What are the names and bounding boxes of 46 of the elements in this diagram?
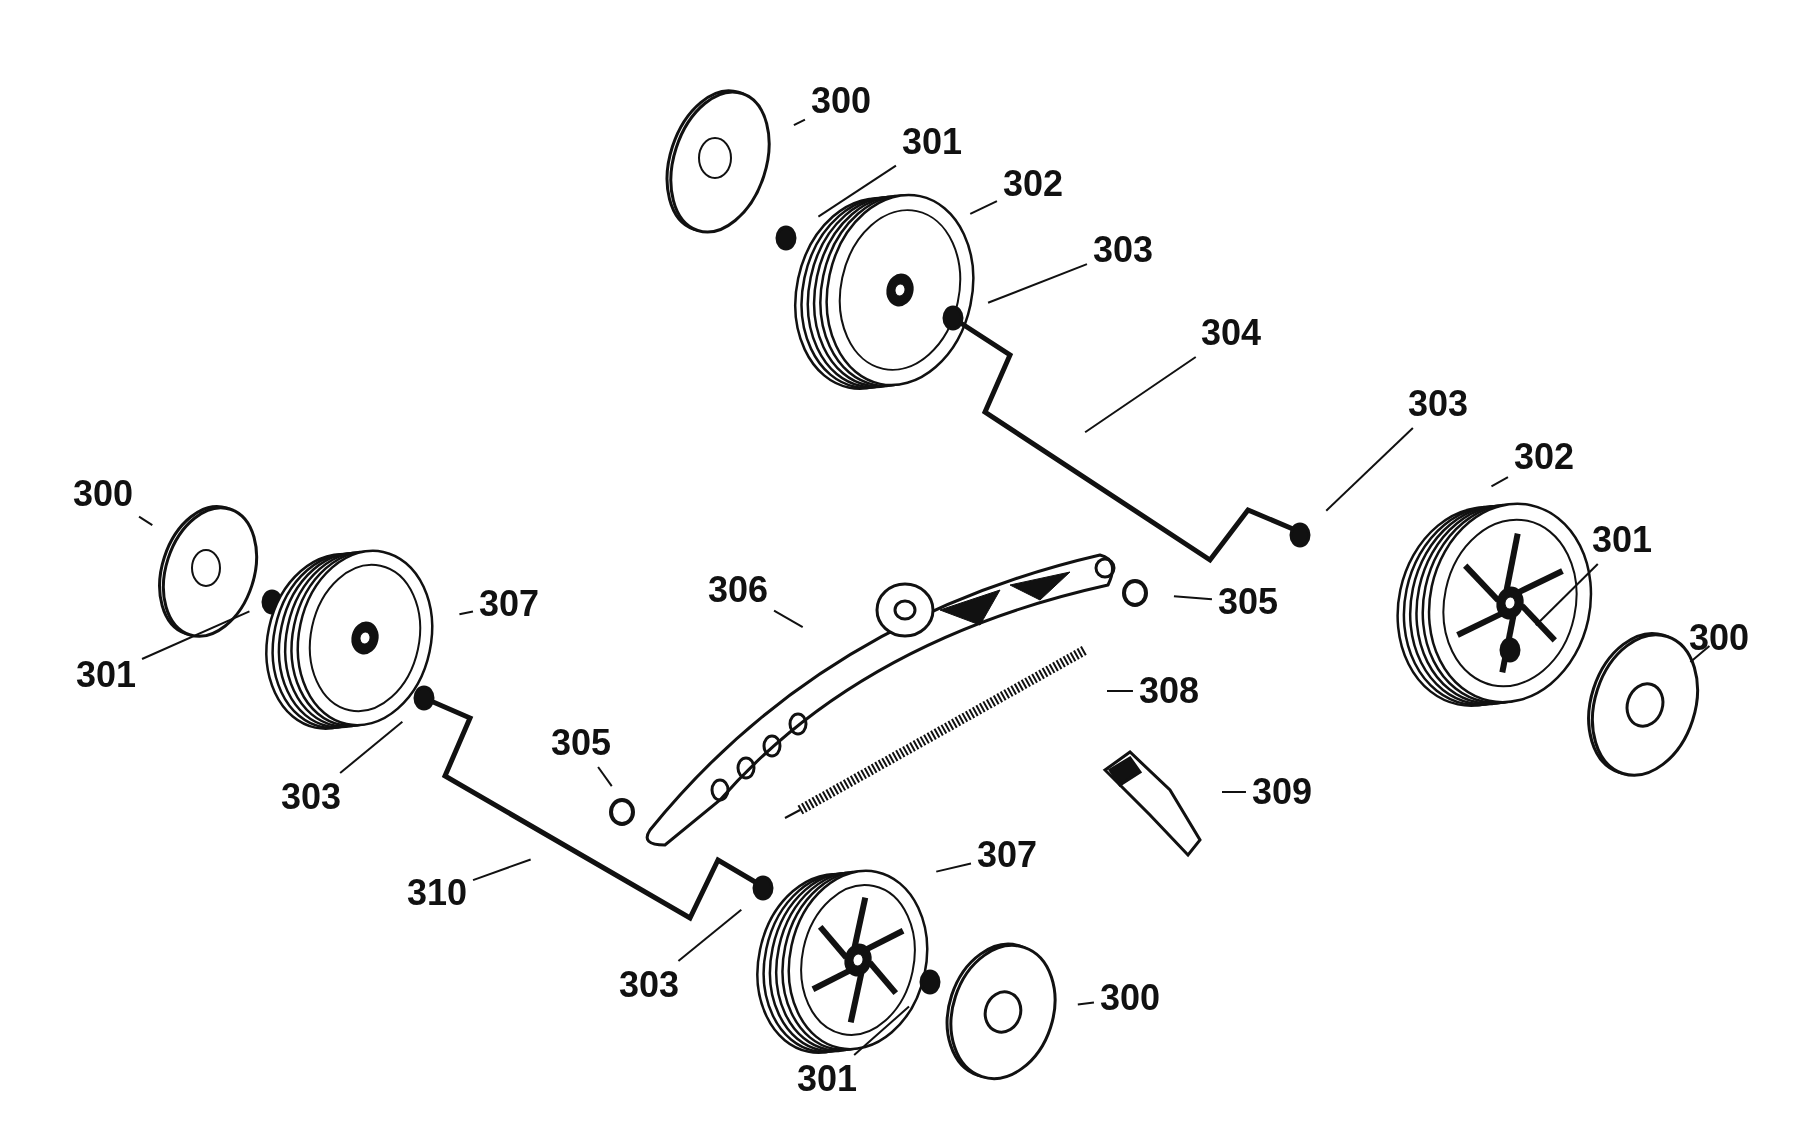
callout-number: 309 [1251, 774, 1313, 810]
leader-line [1076, 1001, 1095, 1006]
callout-number: 302 [1513, 439, 1575, 475]
callout-number: 301 [796, 1061, 858, 1097]
callout-number: 303 [1092, 232, 1154, 268]
leader-line [853, 1005, 910, 1056]
leader-line [1534, 563, 1599, 627]
callout-number: 307 [478, 586, 540, 622]
leader-line [141, 610, 251, 660]
callout-number: 305 [550, 725, 612, 761]
leader-line [1490, 476, 1509, 488]
callout-number: 303 [280, 779, 342, 815]
callout-number: 308 [1138, 673, 1200, 709]
leader-line [792, 118, 806, 127]
leader-line [1106, 690, 1134, 692]
callout-number: 307 [976, 837, 1038, 873]
leader-line [1084, 356, 1197, 434]
callout-number: 300 [1688, 620, 1750, 656]
leader-line [817, 164, 897, 218]
callout-number: 301 [901, 124, 963, 160]
leader-line [458, 610, 474, 616]
leader-line [1325, 427, 1414, 512]
callout-number: 300 [72, 476, 134, 512]
callout-number: 305 [1217, 584, 1279, 620]
leader-line [1689, 645, 1711, 663]
leader-line [935, 862, 972, 873]
callout-number: 303 [618, 967, 680, 1003]
leader-line [472, 858, 532, 882]
leader-line [969, 200, 998, 215]
callout-number: 304 [1200, 315, 1262, 351]
leader-line [597, 766, 613, 788]
leader-line [987, 263, 1088, 304]
leader-line [1221, 791, 1247, 793]
callout-number: 303 [1407, 386, 1469, 422]
callout-number: 301 [75, 657, 137, 693]
callout-number: 300 [810, 83, 872, 119]
leader-line [677, 908, 743, 962]
leader-line [1172, 595, 1213, 601]
callout-number: 306 [707, 572, 769, 608]
leader-line [339, 720, 404, 774]
callout-number: 302 [1002, 166, 1064, 202]
leader-line [138, 515, 154, 527]
leader-line [773, 609, 804, 629]
callout-number: 301 [1591, 522, 1653, 558]
callout-number: 310 [406, 875, 468, 911]
callout-number: 300 [1099, 980, 1161, 1016]
